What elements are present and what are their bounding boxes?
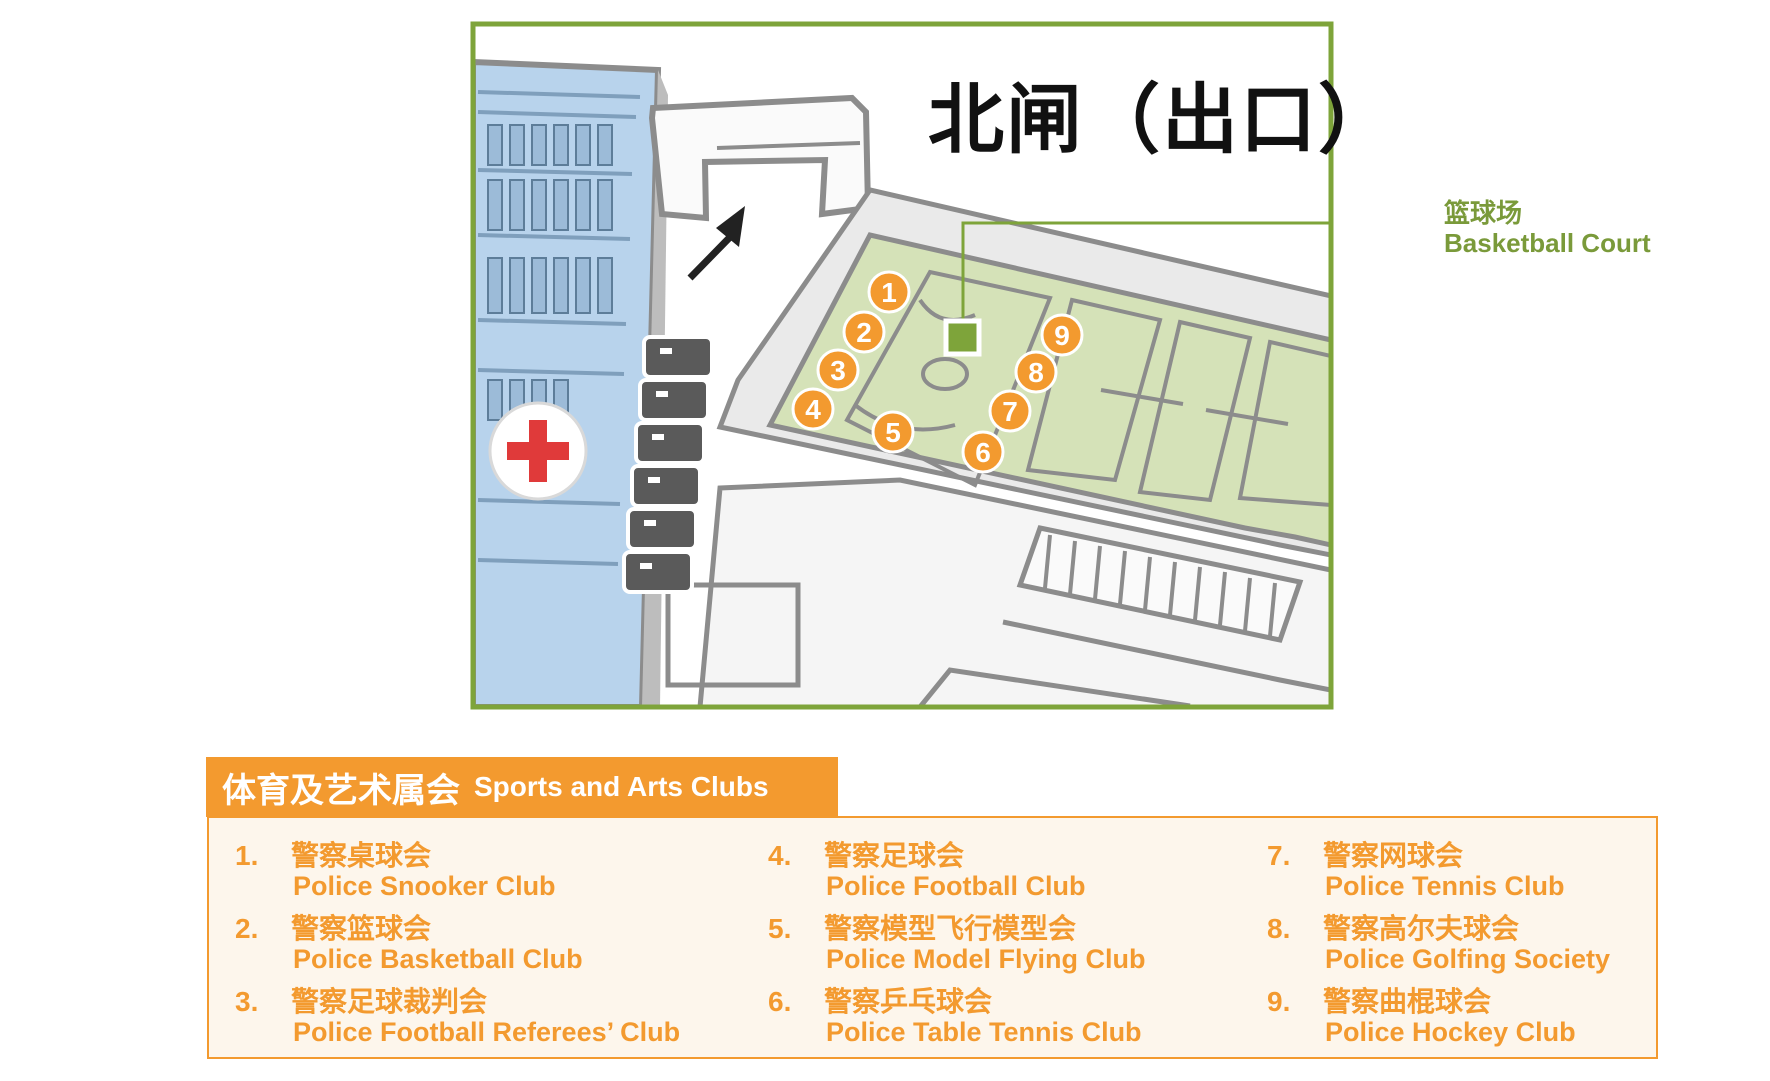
- club-number: 9.: [1267, 986, 1291, 1017]
- legend-title-zh: 体育及艺术属会: [222, 770, 460, 811]
- basketball-court: [766, 232, 1331, 548]
- club-number: 1.: [235, 840, 259, 871]
- callout-square-icon: [1418, 208, 1442, 232]
- club-item-6: 6. 警察乒乓球会 Police Table Tennis Club: [768, 986, 1142, 1048]
- club-marker-2: 2: [842, 310, 886, 354]
- club-marker-3: 3: [816, 348, 860, 392]
- club-item-4: 4. 警察足球会 Police Football Club: [768, 840, 1086, 902]
- club-name-zh: 警察桌球会: [291, 839, 432, 872]
- club-name-en: Police Tennis Club: [1325, 871, 1565, 902]
- court-marker-square: [943, 318, 982, 357]
- club-name-zh: 警察网球会: [1323, 839, 1464, 872]
- building-lower: [665, 477, 1331, 707]
- club-number: 8.: [1267, 913, 1291, 944]
- club-item-2: 2. 警察篮球会 Police Basketball Club: [235, 913, 583, 975]
- club-marker-4: 4: [791, 387, 835, 431]
- club-marker-9: 9: [1040, 313, 1084, 357]
- svg-text:4: 4: [805, 394, 821, 425]
- club-item-8: 8. 警察高尔夫球会 Police Golfing Society: [1267, 913, 1610, 975]
- club-marker-1: 1: [867, 270, 911, 314]
- svg-text:9: 9: [1054, 320, 1070, 351]
- club-item-5: 5. 警察模型飞行模型会 Police Model Flying Club: [768, 913, 1146, 975]
- club-number: 3.: [235, 986, 259, 1017]
- basketball-court-callout: 篮球场 Basketball Court: [1444, 199, 1651, 259]
- club-name-en: Police Football Referees’ Club: [293, 1017, 681, 1048]
- club-name-zh: 警察足球会: [824, 839, 965, 872]
- club-name-zh: 警察模型飞行模型会: [824, 912, 1077, 945]
- north-gate: [648, 94, 872, 222]
- svg-text:5: 5: [885, 417, 901, 448]
- club-name-zh: 警察高尔夫球会: [1323, 912, 1520, 945]
- first-aid-cross-icon: [488, 401, 588, 501]
- club-item-7: 7. 警察网球会 Police Tennis Club: [1267, 840, 1565, 902]
- club-name-en: Police Model Flying Club: [826, 944, 1146, 975]
- svg-text:6: 6: [975, 437, 991, 468]
- svg-text:1: 1: [881, 277, 897, 308]
- club-name-en: Police Football Club: [826, 871, 1086, 902]
- club-name-en: Police Golfing Society: [1325, 944, 1611, 975]
- club-name-zh: 警察曲棍球会: [1323, 985, 1492, 1018]
- court-label-zh: 篮球场: [1444, 199, 1523, 229]
- club-name-en: Police Snooker Club: [293, 871, 556, 902]
- map-frame: [470, 21, 1334, 710]
- map-title: 北闸（出口）: [928, 75, 1396, 164]
- building-left: [473, 58, 662, 707]
- svg-text:7: 7: [1002, 396, 1018, 427]
- club-name-en: Police Basketball Club: [293, 944, 583, 975]
- club-number: 4.: [768, 840, 792, 871]
- vending-machine-icon: [622, 335, 714, 594]
- legend-title-en: Sports and Arts Clubs: [474, 771, 769, 802]
- club-name-en: Police Hockey Club: [1325, 1017, 1576, 1048]
- club-number: 6.: [768, 986, 792, 1017]
- legend-header: 体育及艺术属会 Sports and Arts Clubs: [206, 757, 838, 817]
- court-label-en: Basketball Court: [1444, 228, 1651, 259]
- club-item-3: 3. 警察足球裁判会 Police Football Referees’ Clu…: [235, 986, 680, 1048]
- club-name-zh: 警察足球裁判会: [291, 985, 488, 1018]
- club-number: 7.: [1267, 840, 1291, 871]
- club-item-9: 9. 警察曲棍球会 Police Hockey Club: [1267, 986, 1576, 1048]
- club-marker-6: 6: [961, 430, 1005, 474]
- club-marker-5: 5: [871, 410, 915, 454]
- svg-text:3: 3: [830, 355, 846, 386]
- club-number: 5.: [768, 913, 792, 944]
- club-name-zh: 警察篮球会: [291, 912, 432, 945]
- svg-text:8: 8: [1028, 357, 1044, 388]
- club-marker-8: 8: [1014, 350, 1058, 394]
- club-marker-7: 7: [988, 389, 1032, 433]
- legend-box: 1. 警察桌球会 Police Snooker Club 2. 警察篮球会 Po…: [207, 816, 1658, 1059]
- club-item-1: 1. 警察桌球会 Police Snooker Club: [235, 840, 556, 902]
- club-name-zh: 警察乒乓球会: [824, 985, 993, 1018]
- exit-arrow-icon: [687, 206, 745, 281]
- club-name-en: Police Table Tennis Club: [826, 1017, 1142, 1048]
- club-number: 2.: [235, 913, 259, 944]
- svg-text:2: 2: [856, 317, 872, 348]
